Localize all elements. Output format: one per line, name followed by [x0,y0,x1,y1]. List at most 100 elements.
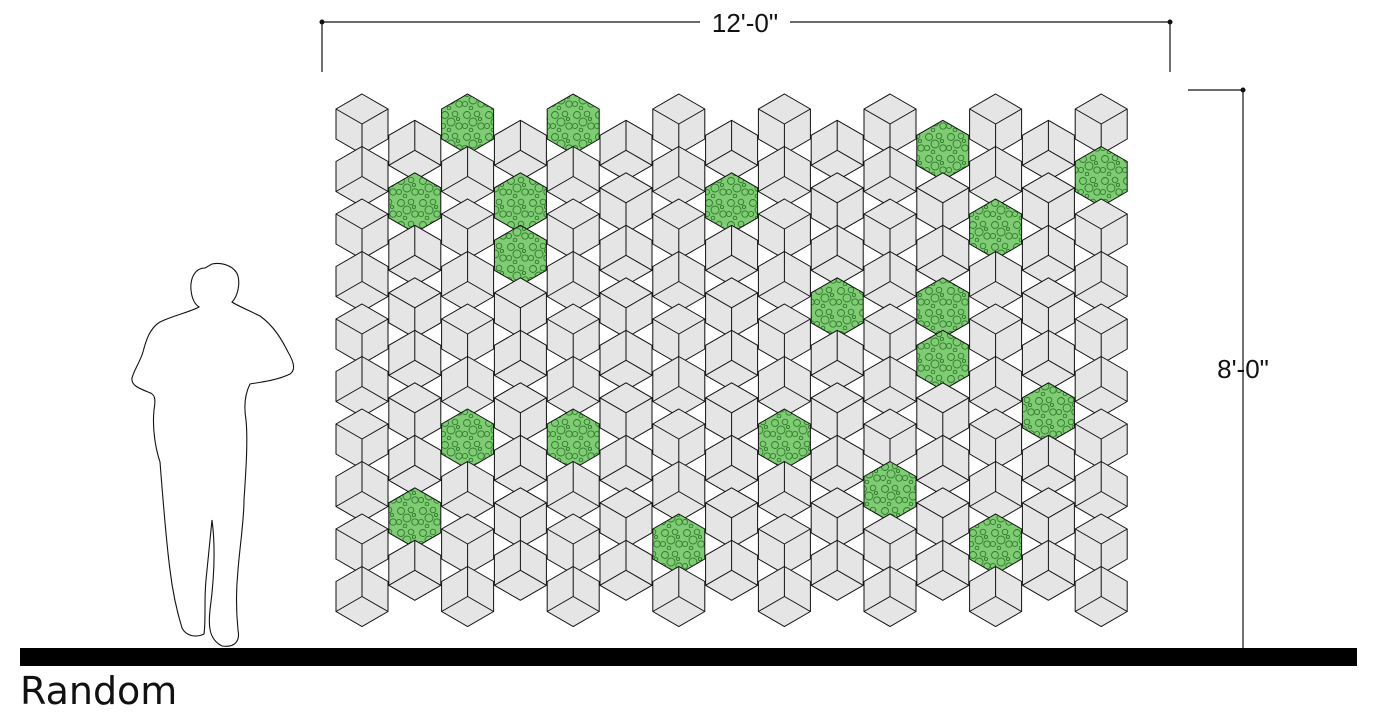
panel-seam [678,596,706,612]
panel-seam [836,464,864,481]
panel-seam [758,528,785,545]
panel-seam [863,176,891,192]
panel-seam [335,528,363,545]
panel-seam [889,423,917,440]
panel-seam [678,386,706,402]
panel-seam [889,213,917,230]
panel-seam [361,491,389,507]
panel-seam [1074,596,1102,612]
panel-seam [705,502,732,519]
panel-seam [335,108,363,125]
panel-seam [916,464,944,481]
panel-seam [705,569,732,586]
panel-seam [1100,596,1128,612]
panel-seam [625,187,653,204]
panel-seam [572,176,600,192]
panel-seam [599,464,627,481]
panel-seam [494,359,521,376]
panel-seam [758,318,785,335]
panel-seam [889,318,917,335]
panel-seam [361,528,389,545]
panel-seam [705,464,732,481]
panel-seam [810,359,838,376]
panel-seam [414,254,442,271]
panel-seam [784,281,811,297]
panel-seam [784,108,811,125]
panel-seam [836,397,864,414]
panel-seam [441,176,468,192]
panel-seam [995,423,1022,440]
panel-seam [572,528,600,545]
panel-seam [678,108,706,125]
panel-seam [414,149,442,166]
panel-seam [546,528,574,545]
panel-seam [731,359,758,376]
panel-seam [335,596,363,612]
panel-seam [995,318,1022,335]
panel-seam [678,491,706,507]
height-dimension-label: 8'-0" [1217,354,1269,384]
panel-seam [625,254,653,271]
panel-seam [1022,359,1049,376]
panel-seam [1022,464,1049,481]
panel-seam [652,386,680,402]
moss-panel [969,513,1023,575]
panel-seam [361,108,389,125]
panel-seam [1048,292,1075,309]
panel-seam [625,397,653,414]
panel-seam [441,386,468,402]
panel-seam [731,569,758,586]
panel-seam [467,281,494,297]
panel-seam [494,569,521,586]
panel-seam [889,108,917,125]
panel-seam [916,397,944,414]
panel-seam [388,149,416,166]
panel-seam [652,318,680,335]
panel-seam [863,423,891,440]
panel-seam [836,502,864,519]
panel-seam [335,318,363,335]
panel-seam [784,386,811,402]
human-scale-figure [131,262,295,647]
panel-seam [572,596,600,612]
panel-seam [705,359,732,376]
panel-seam [995,176,1022,192]
panel-seam [388,464,416,481]
panel-seam [1100,423,1128,440]
panel-seam [810,187,838,204]
panel-seam [652,281,680,297]
panel-seam [863,108,891,125]
moss-panel [388,172,442,234]
panel-seam [758,596,785,612]
panel-seam [361,176,389,192]
panel-seam [863,281,891,297]
panel-seam [705,149,732,166]
panel-seam [942,397,970,414]
panel-seam [520,569,547,586]
panel-seam [467,491,494,507]
panel-seam [758,213,785,230]
panel-seam [969,318,996,335]
panel-seam [625,292,653,309]
panel-seam [546,491,574,507]
panel-seam [520,502,547,519]
panel-seam [599,187,627,204]
panel-seam [467,213,494,230]
panel-seam [441,318,468,335]
panel-seam [494,397,521,414]
panel-seam [836,254,864,271]
panel-seam [361,423,389,440]
panel-seam [467,596,494,612]
panel-seam [1022,569,1049,586]
panel-seam [916,254,944,271]
panel-seam [916,569,944,586]
panel-seam [836,149,864,166]
panel-seam [599,292,627,309]
panel-seam [1048,502,1075,519]
panel-seam [810,569,838,586]
panel-seam [1074,423,1102,440]
panel-seam [652,596,680,612]
panel-seam [1074,108,1102,125]
panel-seam [784,213,811,230]
